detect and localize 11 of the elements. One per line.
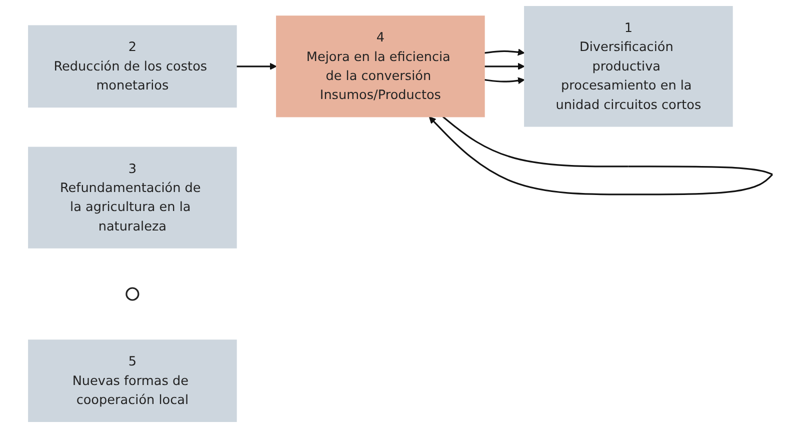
node-box: 2 Reducción de los costos monetarios	[28, 25, 237, 108]
arrow	[236, 62, 277, 70]
node-box: 4 Mejora en la eficiencia de la conversión Insumos/Productos	[276, 16, 485, 118]
node-box: 3 Refundamentación de la agricultura en la naturaleza	[28, 146, 237, 248]
node-circle	[126, 287, 140, 301]
arrow	[484, 77, 525, 84]
node-box: 5 Nuevas formas de cooperación local	[28, 340, 237, 422]
arrow	[428, 116, 773, 196]
arrow	[484, 48, 525, 56]
node-box: 1 Diversificación productiva procesamiento en la unidad circuitos cortos	[524, 6, 733, 127]
arrow	[484, 62, 525, 70]
